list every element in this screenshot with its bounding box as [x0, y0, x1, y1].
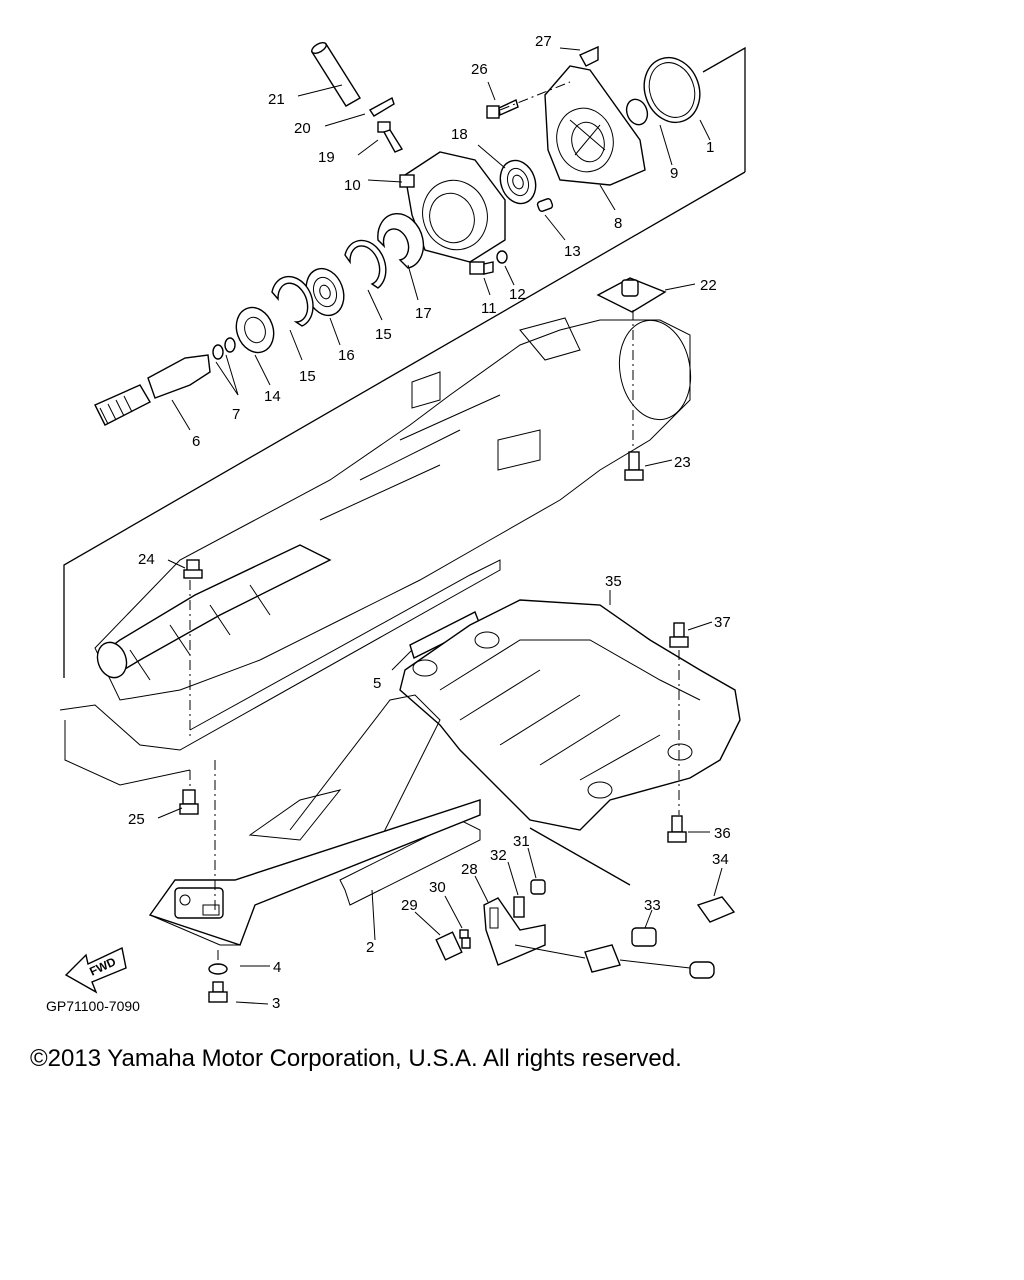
callout-3: 3 — [272, 995, 280, 1012]
lower-assembly-outline — [529, 827, 631, 886]
part-9-o-ring — [625, 98, 649, 126]
part-3-bolt — [208, 981, 228, 1003]
callout-20: 20 — [294, 120, 311, 137]
callout-34: 34 — [712, 851, 729, 868]
callout-15-lower: 15 — [299, 368, 316, 385]
callout-7: 7 — [232, 406, 240, 423]
callout-30: 30 — [429, 879, 446, 896]
callout-25: 25 — [128, 811, 145, 828]
callout-26: 26 — [471, 61, 488, 78]
part-13-dowel — [536, 198, 554, 212]
part-2-ride-plate — [148, 694, 481, 946]
callout-8: 8 — [614, 215, 622, 232]
part-27-plate — [579, 45, 599, 67]
callout-18: 18 — [451, 126, 468, 143]
part-main-duct-body — [59, 317, 692, 786]
callout-23: 23 — [674, 454, 691, 471]
callout-22: 22 — [700, 277, 717, 294]
part-14-bearing — [235, 306, 275, 354]
callout-36: 36 — [714, 825, 731, 842]
part-28-bracket — [483, 897, 546, 966]
part-8-housing-cover — [544, 65, 646, 186]
callouts: 1 2 3 4 5 6 7 8 9 10 11 12 13 14 15 15 1… — [128, 33, 731, 1012]
copyright-notice: ©2013 Yamaha Motor Corporation, U.S.A. A… — [30, 1045, 682, 1072]
fwd-arrow-badge: FWD — [64, 946, 127, 994]
part-26-bolt — [486, 99, 519, 119]
callout-10: 10 — [344, 177, 361, 194]
callout-4: 4 — [273, 959, 281, 976]
part-1-o-ring — [643, 56, 701, 124]
part-34-plate — [696, 896, 736, 923]
part-30-screw — [459, 929, 471, 949]
callout-33: 33 — [644, 897, 661, 914]
callout-35: 35 — [605, 573, 622, 590]
part-sensor-plug — [514, 944, 715, 979]
part-21-pin — [311, 42, 361, 107]
callout-19: 19 — [318, 149, 335, 166]
part-6-shaft — [94, 354, 211, 426]
exploded-parts-diagram: FWD — [46, 33, 746, 1014]
callout-32: 32 — [490, 847, 507, 864]
callout-12: 12 — [509, 286, 526, 303]
callout-29: 29 — [401, 897, 418, 914]
part-16-bearing — [305, 267, 345, 317]
callout-2: 2 — [366, 939, 374, 956]
part-7-o-ring-a — [224, 337, 236, 353]
part-17-collar — [377, 212, 425, 269]
callout-16: 16 — [338, 347, 355, 364]
part-33-collar — [631, 927, 657, 947]
callout-5: 5 — [373, 675, 381, 692]
callout-24: 24 — [138, 551, 155, 568]
callout-15-upper: 15 — [375, 326, 392, 343]
part-18-bearing — [499, 159, 537, 205]
callout-37: 37 — [714, 614, 731, 631]
callout-9: 9 — [670, 165, 678, 182]
callout-11: 11 — [481, 300, 497, 317]
callout-14: 14 — [264, 388, 281, 405]
part-29-gasket — [435, 931, 463, 961]
callout-27: 27 — [535, 33, 552, 50]
callout-17: 17 — [415, 305, 432, 322]
part-37-bolt — [669, 622, 689, 648]
callout-31: 31 — [513, 833, 530, 850]
part-23-bolt — [624, 451, 644, 481]
leader-lines — [157, 47, 723, 1005]
part-19-bolt — [377, 121, 404, 153]
part-24-bolt — [183, 559, 203, 579]
drawing-code: GP71100-7090 — [46, 998, 140, 1014]
part-15-circlip-lower — [271, 275, 314, 327]
part-32-plate — [513, 896, 525, 918]
part-36-bolt — [667, 815, 687, 843]
assembly-centerlines — [189, 81, 680, 965]
part-35-intake-grate — [399, 599, 741, 831]
part-15-circlip-upper — [344, 239, 387, 289]
part-31-nut — [530, 879, 546, 895]
part-11-bolt — [469, 261, 494, 275]
part-7-o-ring-b — [212, 344, 224, 360]
part-20-clip — [368, 96, 395, 117]
callout-1: 1 — [706, 139, 714, 156]
upper-assembly-outline — [63, 46, 746, 678]
callout-21: 21 — [268, 91, 285, 108]
callout-6: 6 — [192, 433, 200, 450]
callout-13: 13 — [564, 243, 581, 260]
part-25-bolt — [179, 789, 199, 815]
part-4-washer — [208, 963, 228, 975]
callout-28: 28 — [461, 861, 478, 878]
part-22-fitting-plate — [596, 277, 667, 313]
part-12-washer — [496, 250, 508, 264]
